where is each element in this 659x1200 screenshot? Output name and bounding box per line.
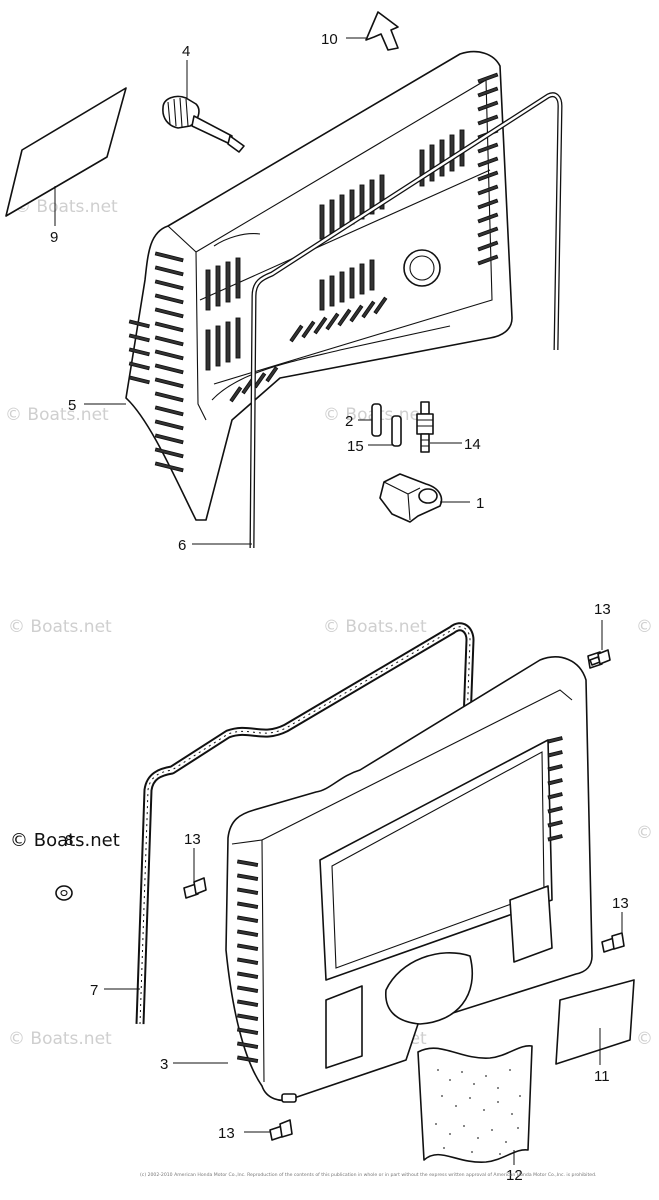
holder-part-1: [379, 473, 443, 523]
seal-part-6: [249, 92, 563, 549]
watermark-6: © Boats.net: [636, 617, 659, 637]
callout-10: 10: [321, 31, 338, 48]
watermark-5: © Boats.net: [323, 617, 427, 637]
callout-13-left: 13: [184, 831, 201, 848]
seal-part-7: [135, 622, 475, 1025]
callout-5: 5: [68, 397, 76, 414]
watermark-1: © Boats.net: [14, 197, 118, 217]
callout-3: 3: [160, 1056, 168, 1073]
decal-part-9: [5, 87, 127, 217]
fuse-part-2: [371, 403, 382, 437]
cover-louvers: [236, 736, 563, 1063]
watermark-9: © Boats.net: [8, 1029, 112, 1049]
back-panel-slots: [205, 129, 465, 371]
washer-part-8: [55, 885, 73, 901]
bolt-part-13-a: [587, 649, 611, 669]
callout-15: 15: [347, 438, 364, 455]
bolt-part-13-b: [183, 877, 207, 899]
callout-1: 1: [476, 495, 484, 512]
bolt-part-13-d: [269, 1119, 293, 1141]
pad-part-12: [417, 1045, 533, 1163]
side-louvers: [128, 251, 184, 473]
callout-13-right: 13: [612, 895, 629, 912]
callout-13-top: 13: [594, 601, 611, 618]
copyright-notice: (c) 2002-2010 American Honda Motor Co.,I…: [140, 1172, 596, 1178]
decal-part-11: [555, 979, 635, 1065]
bolt-part-13-c: [601, 932, 625, 953]
knob-part-4: [162, 95, 245, 153]
watermark-2: © Boats.net: [5, 405, 109, 425]
callout-4: 4: [182, 43, 190, 60]
watermark-4: © Boats.net: [8, 617, 112, 637]
callout-7: 7: [90, 982, 98, 999]
leader-lines: [54, 37, 623, 1165]
callout-9: 9: [50, 229, 58, 246]
callout-13-bottom: 13: [218, 1125, 235, 1142]
callout-6: 6: [178, 537, 186, 554]
callout-11: 11: [594, 1068, 610, 1085]
watermark-11: © Boats.net: [636, 1029, 659, 1049]
callout-14: 14: [464, 436, 481, 453]
callout-8: 8: [65, 832, 73, 849]
watermark-8: © Boats.net: [636, 823, 659, 843]
plug-part-14: [416, 401, 434, 453]
arrow-icon: [365, 11, 399, 51]
cover-part-3: [225, 656, 593, 1103]
callout-2: 2: [345, 413, 353, 430]
fuse-part-15: [391, 415, 402, 447]
watermark-dark: © Boats.net: [10, 830, 120, 851]
callout-12: 12: [506, 1167, 523, 1184]
floor-slots: [229, 296, 388, 403]
housing-part-5: [125, 50, 513, 521]
callout-labels: 10 4 9 5 6 2 15 14 1 13 13 8 13 7 3 11 1…: [50, 31, 629, 1184]
